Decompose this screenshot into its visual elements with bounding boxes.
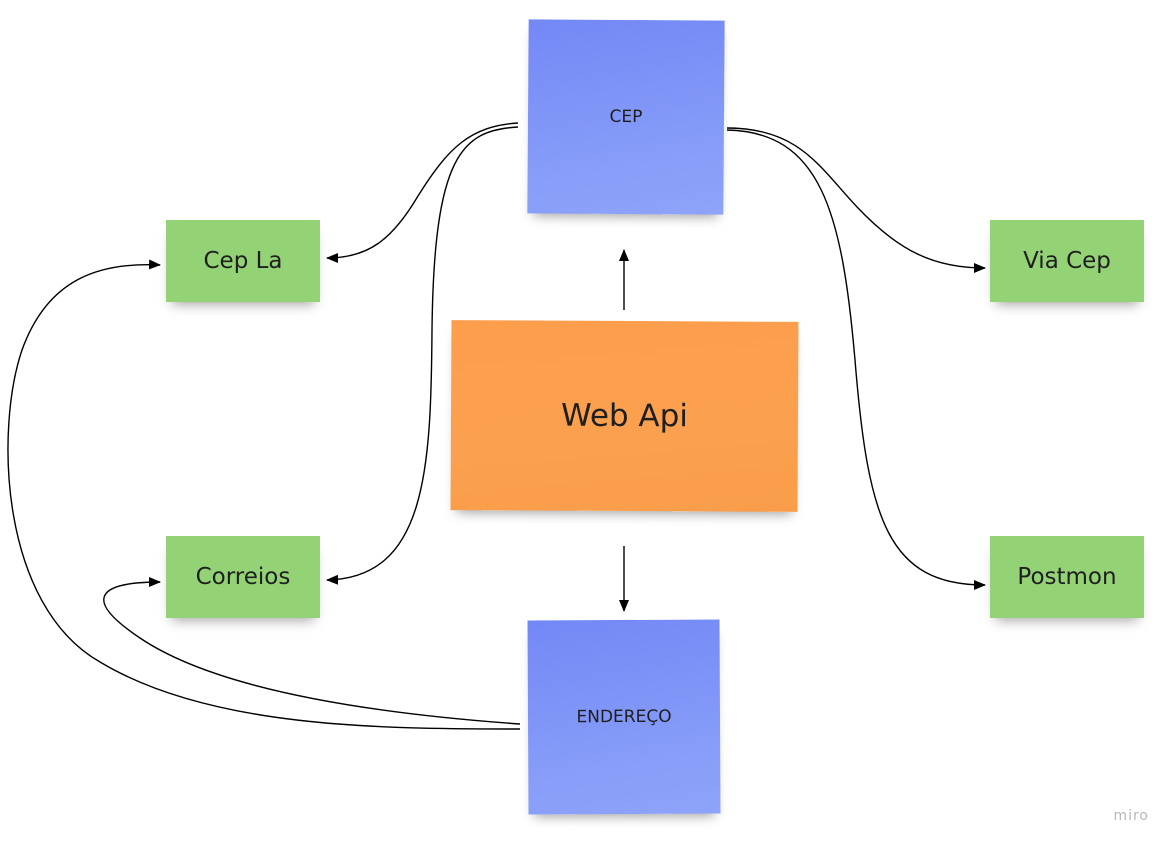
- cep-la-note[interactable]: Cep La: [166, 220, 320, 302]
- endereco-note[interactable]: ENDEREÇO: [527, 619, 721, 815]
- arrow-cep-to-cep-la: [326, 122, 519, 263]
- via-cep-label: Via Cep: [1023, 248, 1111, 274]
- cep-la-label: Cep La: [203, 248, 283, 274]
- postmon-label: Postmon: [1017, 564, 1117, 590]
- arrow-cep-to-via-cep: [726, 127, 986, 273]
- cep-note[interactable]: CEP: [527, 19, 725, 215]
- postmon-note[interactable]: Postmon: [990, 536, 1144, 618]
- miro-watermark: miro: [1113, 808, 1149, 824]
- web-api-label: Web Api: [560, 397, 689, 435]
- cep-label: CEP: [609, 106, 643, 128]
- correios-note[interactable]: Correios: [166, 536, 320, 618]
- via-cep-note[interactable]: Via Cep: [990, 220, 1144, 302]
- arrow-endereco-to-cep-la: [7, 259, 521, 730]
- correios-label: Correios: [195, 564, 291, 590]
- web-api-note[interactable]: Web Api: [450, 320, 799, 512]
- endereco-label: ENDEREÇO: [576, 706, 672, 728]
